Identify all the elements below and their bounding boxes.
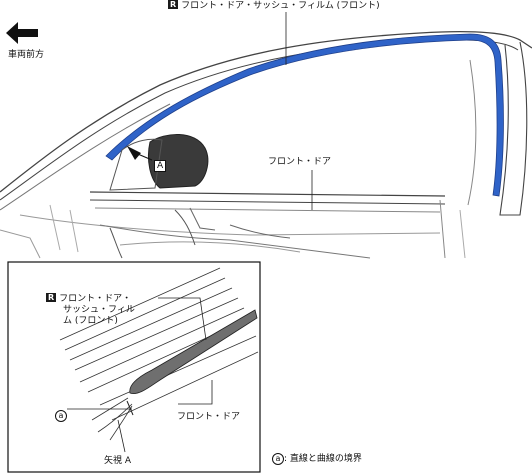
front-door-label: フロント・ドア [268, 157, 332, 167]
detail-view-box [7, 261, 261, 473]
legend-text: : 直線と曲線の境界 [284, 454, 362, 464]
circled-a-icon: a [55, 403, 67, 422]
vehicle-front-label: 車両前方 [8, 50, 45, 60]
detail-film-line3: ム (フロント) [63, 316, 118, 326]
view-a-label: 矢視 A [104, 456, 132, 466]
sash-film-strip [105, 33, 504, 197]
detail-film-strip [129, 309, 258, 395]
r-marker-icon: R [168, 0, 179, 9]
view-a-tag: A [154, 153, 167, 172]
side-mirror [147, 133, 209, 189]
detail-film-line2: サッシュ・フィル [63, 305, 135, 315]
door-body [0, 31, 532, 259]
detail-front-door-label: フロント・ドア [177, 412, 241, 422]
legend: a: 直線と曲線の境界 [272, 453, 362, 465]
circled-a-icon: a [272, 453, 284, 465]
detail-film-line1: フロント・ドア・ [59, 294, 132, 304]
film-label: フロント・ドア・サッシュ・フィルム (フロント) [181, 1, 380, 11]
r-marker-icon: R [46, 293, 57, 302]
arrow-left-icon [6, 22, 38, 44]
view-a-arrow [127, 146, 141, 160]
